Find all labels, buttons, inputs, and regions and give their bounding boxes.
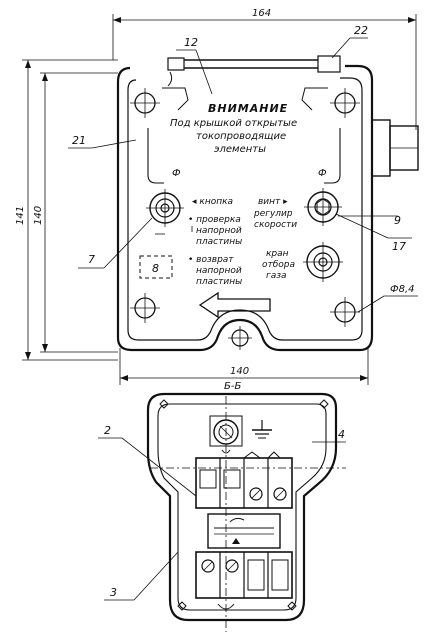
warning-line-3: элементы — [214, 144, 266, 155]
callout-12: 12 — [184, 36, 198, 49]
callouts-section: 2 4 3 — [98, 424, 346, 601]
section-corner-marks — [159, 399, 329, 611]
gas-valve — [303, 242, 343, 282]
callout-3: 3 — [110, 586, 117, 599]
check-button — [146, 189, 184, 227]
label-check-1: • проверка — [188, 215, 241, 225]
top-rod — [167, 55, 341, 87]
box-label: 8 — [152, 262, 159, 275]
terminal-block-upper — [195, 451, 293, 509]
callout-9: 9 — [394, 214, 401, 227]
label-check-3: пластины — [196, 237, 242, 247]
section-top-fittings — [209, 415, 272, 454]
dimension-141-label: 141 — [15, 206, 26, 225]
label-return-2: напорной — [196, 266, 242, 276]
dimension-140-label: 140 — [33, 206, 44, 225]
phi-mark-right: Ф — [318, 168, 327, 179]
callout-22: 22 — [354, 24, 368, 37]
label-check-2: напорной — [196, 226, 242, 236]
label-valve-3: газа — [266, 271, 287, 281]
label-return-1: • возврат — [188, 255, 234, 265]
marked-box: 8 — [139, 233, 173, 279]
section-label: Б-Б — [224, 381, 241, 392]
warning-title: ВНИМАНИЕ — [208, 102, 288, 115]
inner-slots — [147, 87, 341, 184]
section-view: Б-Б — [98, 381, 346, 632]
section-body-outline — [146, 392, 338, 622]
label-valve-2: отбора — [262, 260, 295, 270]
dimension-heights: 141 140 — [15, 59, 118, 361]
label-button: ◂ кнопка — [192, 197, 233, 207]
phi-mark-left: Ф — [172, 168, 181, 179]
callout-21: 21 — [72, 134, 86, 147]
callout-hole-diameter: Ф8,4 — [390, 284, 415, 295]
plate-labels: ◂ кнопка • проверка напорной пластины • … — [188, 197, 297, 287]
housing-outline — [116, 64, 374, 352]
label-screw-2: регулир — [253, 209, 293, 219]
callout-4: 4 — [338, 428, 345, 441]
dimension-width-top: 164 — [112, 8, 417, 130]
label-screw-1: винт ▸ — [258, 197, 288, 207]
callouts-top: 12 22 21 7 9 17 Ф8,4 — [68, 24, 418, 313]
label-return-3: пластины — [196, 277, 242, 287]
callout-17: 17 — [392, 240, 406, 253]
label-valve-1: кран — [266, 249, 289, 259]
warning-line-1: Под крышкой открытые — [170, 118, 297, 129]
terminal-block-lower — [195, 551, 293, 610]
mounting-holes-top — [130, 88, 360, 350]
dimension-164-label: 164 — [252, 8, 271, 19]
callout-7: 7 — [88, 253, 95, 266]
dimension-width-bottom: 140 — [119, 348, 369, 385]
speed-screw — [304, 188, 342, 226]
section-body-inner — [157, 403, 327, 611]
dimension-140-bottom-label: 140 — [230, 366, 249, 377]
top-view: 164 141 140 140 — [15, 8, 419, 385]
side-fitting — [371, 119, 419, 177]
housing-inner-rim — [127, 77, 363, 341]
direction-arrow — [198, 291, 271, 319]
warning-plate: ВНИМАНИЕ Под крышкой открытые токопровод… — [170, 102, 327, 179]
ground-icon — [252, 420, 272, 439]
warning-line-2: токопроводящие — [196, 131, 286, 142]
relay-plate — [207, 513, 281, 549]
label-screw-3: скорости — [254, 220, 297, 230]
callout-2: 2 — [104, 424, 111, 437]
